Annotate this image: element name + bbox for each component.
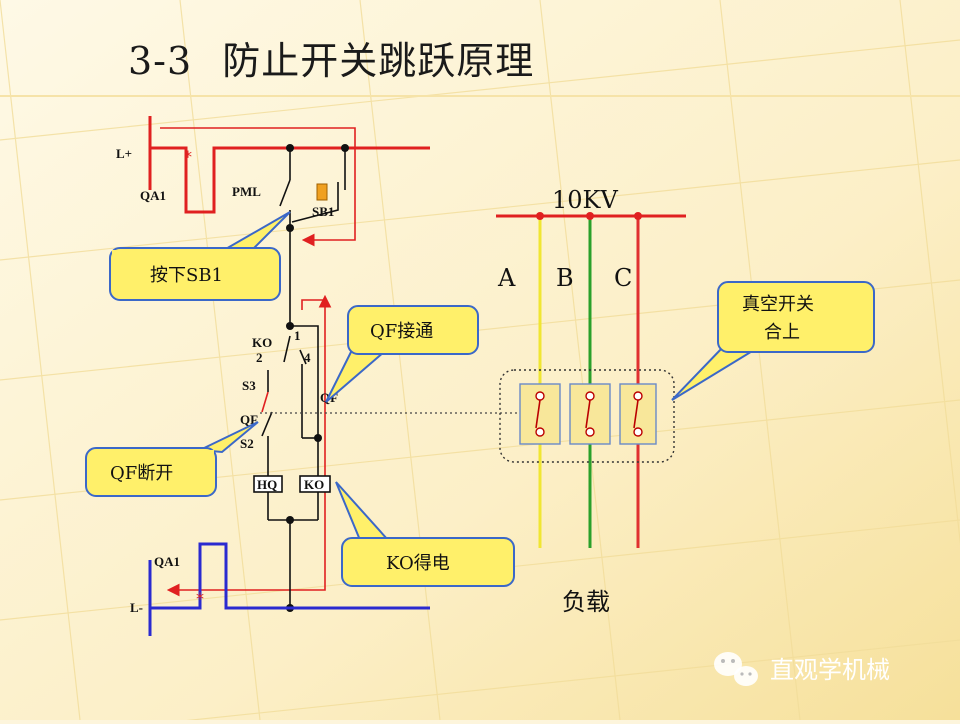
s2-label: S2 — [240, 436, 254, 451]
s3-contact — [261, 391, 269, 413]
ko-contact-12 — [283, 335, 291, 363]
watermark-text: 直观学机械 — [770, 656, 890, 684]
pin2-label: 2 — [256, 350, 263, 365]
s3-label: S3 — [242, 378, 256, 393]
sb1-label: SB1 — [312, 204, 334, 219]
switch-phase-a — [519, 383, 561, 445]
l-minus-bus — [150, 542, 430, 610]
pin4-label: 4 — [304, 350, 311, 365]
node-dot — [586, 212, 594, 220]
fuse-mark: * — [184, 147, 192, 166]
pin1-label: 1 — [294, 328, 301, 343]
callout-qf-on: QF接通 — [325, 305, 479, 403]
pml-contact — [279, 179, 291, 207]
section-number: 3-3 — [128, 39, 193, 83]
wechat-icon — [714, 652, 758, 686]
callout-ko-energized: KO得电 — [335, 481, 515, 587]
callout-press-sb1-text: 按下SB1 — [150, 265, 223, 286]
vacuum-switch-enclosure — [499, 369, 675, 463]
qf-left-contact — [261, 411, 273, 437]
switch-phase-b — [569, 383, 611, 445]
current-path-sb1 — [160, 127, 356, 247]
voltage-label: 10KV — [552, 186, 618, 214]
callout-ko-energized-text: KO得电 — [386, 553, 450, 574]
node-dot — [634, 212, 642, 220]
load-label: 负载 — [562, 588, 610, 616]
phase-b-label: B — [556, 264, 574, 292]
sb1-contact — [291, 182, 339, 223]
callout-vacuum-line1: 真空开关 — [742, 294, 814, 315]
watermark: 直观学机械 — [714, 652, 890, 686]
qa1-top-label: QA1 — [140, 188, 166, 203]
switch-phase-c — [619, 383, 657, 445]
hq-label: HQ — [257, 477, 277, 492]
node-dot — [536, 212, 544, 220]
ko-coil-label: KO — [304, 477, 324, 492]
node-dot — [341, 144, 349, 152]
l-plus-bus — [150, 146, 430, 214]
callout-qf-on-text: QF接通 — [370, 321, 433, 342]
ko-contact-label: KO — [252, 335, 272, 350]
ko-contact-14 — [299, 349, 307, 365]
pml-label: PML — [232, 184, 261, 199]
fuse-mark: * — [196, 589, 204, 608]
node-dot — [286, 144, 294, 152]
callout-qf-off: QF断开 — [85, 421, 259, 497]
sb1-button — [316, 183, 328, 201]
l-plus-label: L+ — [116, 146, 132, 161]
l-minus-label: L- — [130, 600, 143, 615]
callout-press-sb1: 按下SB1 — [109, 211, 291, 301]
section-title: 防止开关跳跃原理 — [222, 39, 535, 83]
qa1-bottom-label: QA1 — [154, 554, 180, 569]
ko-coil — [299, 475, 331, 493]
power-circuit: 10KV A B C 负载 — [496, 186, 686, 616]
phase-a-label: A — [497, 264, 516, 292]
callout-vacuum-switch: 真空开关 合上 — [671, 281, 875, 401]
callout-qf-off-text: QF断开 — [110, 463, 173, 484]
ko-branch-right — [290, 325, 319, 438]
phase-c-label: C — [614, 264, 632, 292]
callout-vacuum-line2: 合上 — [764, 322, 800, 343]
page-title: 3-3 防止开关跳跃原理 — [128, 30, 534, 85]
